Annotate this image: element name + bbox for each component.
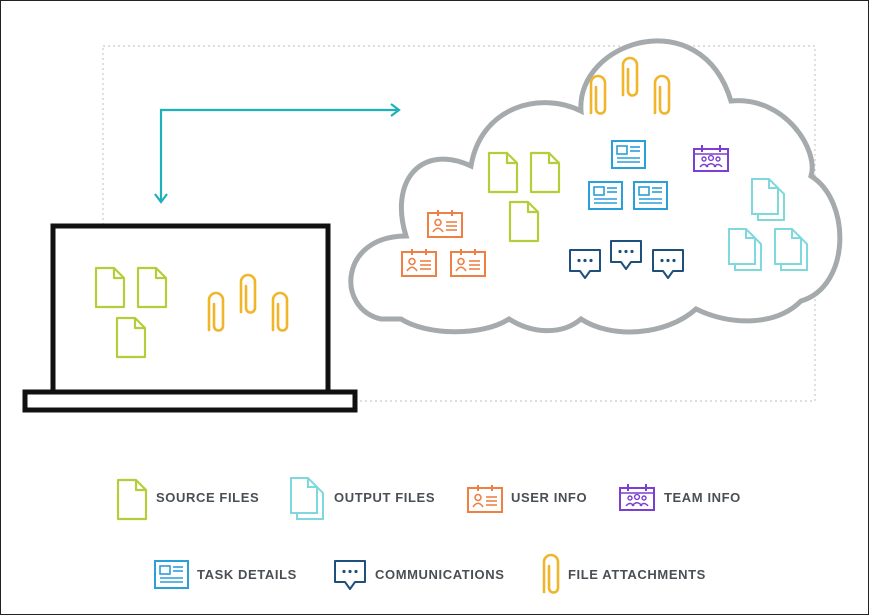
user-card-icon [401,249,437,277]
paperclip-icon [542,553,560,594]
source-file-icon [487,151,519,194]
source-file-icon [529,151,561,194]
paperclip-icon [621,56,639,97]
laptop [22,223,358,413]
legend-label-communications: COMMUNICATIONS [375,567,505,582]
laptop-base [22,389,358,413]
chat-bubble-icon [334,560,366,590]
laptop-screen [50,223,331,395]
task-card-icon [154,560,189,589]
stacked-documents-icon [290,477,324,520]
legend-label-source-files: SOURCE FILES [156,490,260,505]
chat-bubble-icon [610,240,642,270]
task-card-icon [633,181,668,210]
stacked-documents-icon [774,228,808,271]
legend-label-output-files: OUTPUT FILES [334,490,436,505]
paperclip-icon [653,74,671,115]
user-card-icon [450,249,486,277]
paperclip-icon [239,273,257,314]
task-card-icon [611,140,646,169]
legend-label-user-info: USER INFO [511,490,588,505]
source-file-icon [94,266,126,309]
stacked-documents-icon [728,228,762,271]
team-calendar-icon [619,484,655,511]
task-card-icon [588,181,623,210]
stacked-documents-icon [751,178,785,221]
legend-label-team-info: TEAM INFO [664,490,741,505]
team-calendar-icon [693,145,729,172]
user-card-icon [467,485,503,513]
source-file-icon [136,266,168,309]
chat-bubble-icon [652,249,684,279]
legend-label-file-attachments: FILE ATTACHMENTS [568,567,706,582]
sync-arrow [154,103,401,204]
paperclip-icon [271,291,289,332]
source-file-icon [508,200,540,243]
legend-label-task-details: TASK DETAILS [197,567,297,582]
user-card-icon [427,210,463,238]
paperclip-icon [589,74,607,115]
paperclip-icon [207,291,225,332]
document-icon [116,478,148,521]
source-file-icon [115,316,147,359]
chat-bubble-icon [569,249,601,279]
